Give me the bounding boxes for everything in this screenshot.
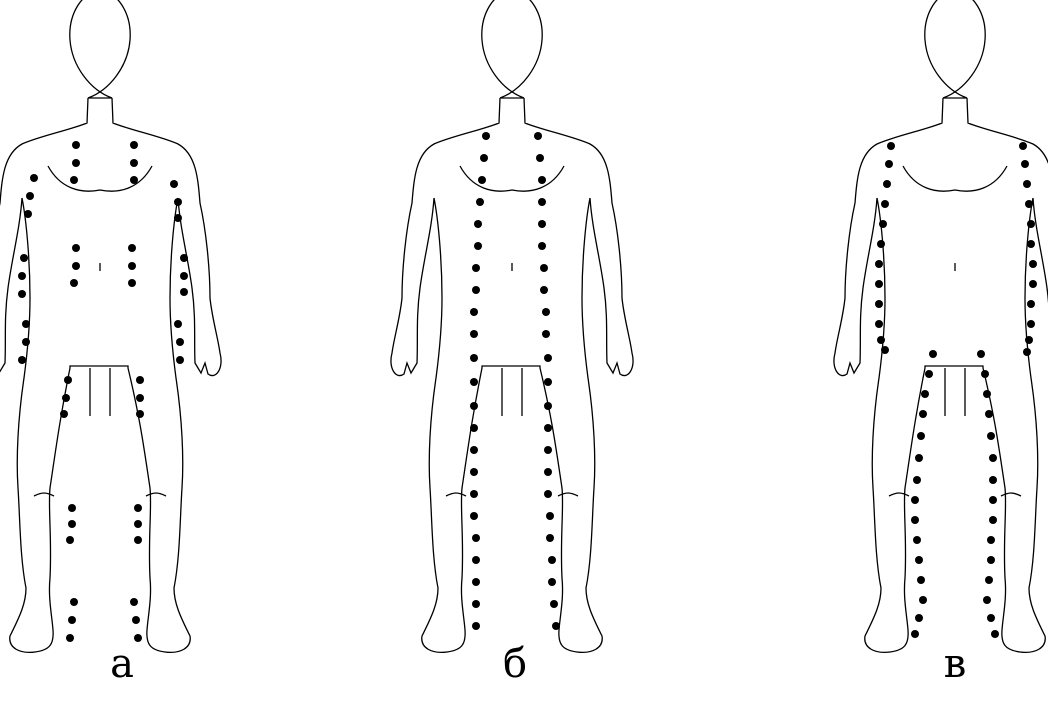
body-outline-b bbox=[391, 0, 633, 652]
points-b bbox=[470, 132, 560, 630]
figure-v bbox=[834, 0, 1048, 652]
points-a bbox=[18, 141, 188, 642]
figure-label-b: б bbox=[485, 640, 545, 688]
body-outline-a bbox=[0, 0, 221, 652]
figure-b bbox=[391, 0, 633, 652]
figure-label-v: в bbox=[925, 640, 985, 688]
figure-a bbox=[0, 0, 221, 652]
figure-label-a: а bbox=[92, 640, 152, 688]
points-v bbox=[875, 142, 1037, 638]
body-outline-v bbox=[834, 0, 1048, 652]
